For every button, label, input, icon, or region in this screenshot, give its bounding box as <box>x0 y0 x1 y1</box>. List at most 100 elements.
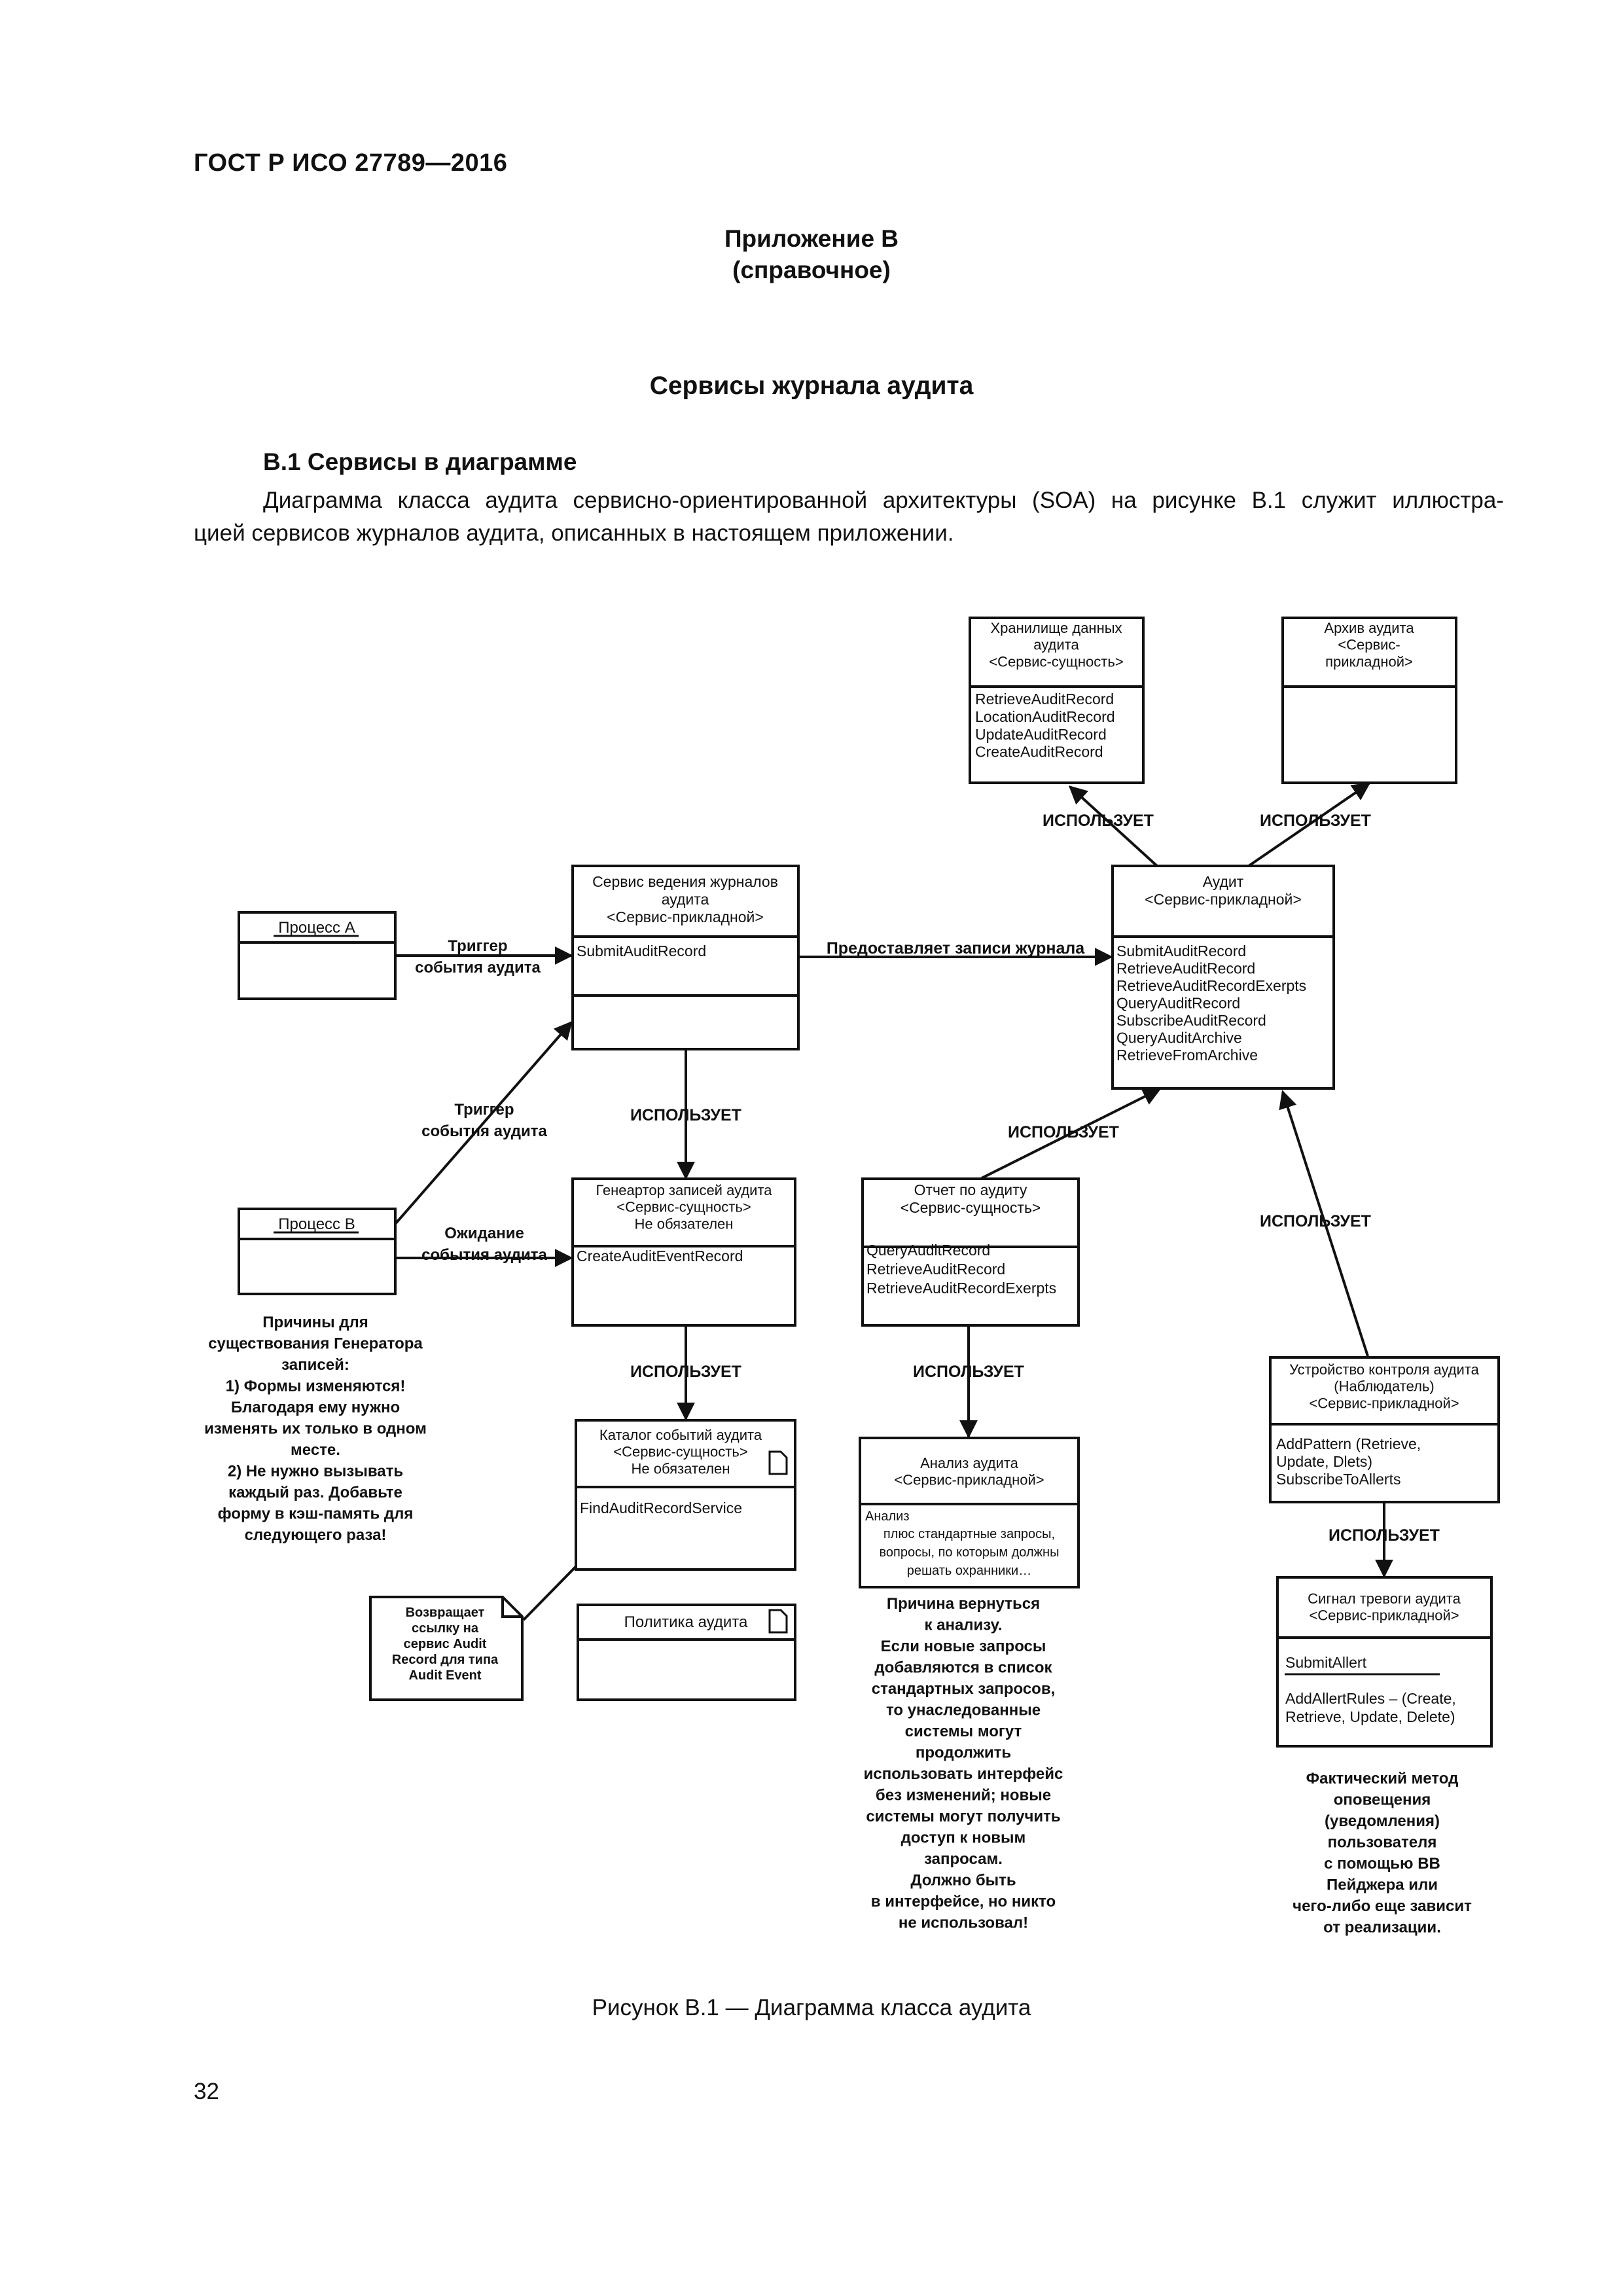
note-generator-reasons-9: форму в кэш-память для <box>218 1505 414 1523</box>
appendix-title: Приложение В <box>724 225 899 252</box>
report-methods-0: QueryAuditRecord <box>866 1242 990 1259</box>
generator-box <box>571 1177 796 1327</box>
report-methods-1: RetrieveAuditRecord <box>866 1261 1005 1278</box>
note-notification-3: пользователя <box>1328 1834 1437 1852</box>
label-uses-monitor-0: ИСПОЛЬЗУЕТ <box>1260 1212 1371 1230</box>
figure-caption: Рисунок В.1 — Диаграмма класса аудита <box>592 1995 1031 2020</box>
audit-methods-1: RetrieveAuditRecord <box>1116 960 1255 977</box>
note-generator-reasons-4: Благодаря ему нужно <box>231 1399 400 1416</box>
note-analysis-reason-0: Причина вернуться <box>887 1595 1040 1613</box>
label-uses-archive-0: ИСПОЛЬЗУЕТ <box>1260 812 1371 830</box>
storage-header-0: Хранилище данных <box>990 620 1122 636</box>
catalog-methods-0: FindAuditRecordService <box>580 1499 742 1516</box>
note-notification-1: оповещения <box>1334 1791 1431 1809</box>
label-trigger-a-1: события аудита <box>415 959 541 977</box>
process-b-label-0: Процесс В <box>278 1215 355 1233</box>
note-analysis-reason-12: запросам. <box>924 1850 1003 1868</box>
label-uses-catalog-0: ИСПОЛЬЗУЕТ <box>630 1363 741 1381</box>
note-analysis-reason-10: системы могут получить <box>866 1808 1060 1825</box>
note-generator-reasons-0: Причины для <box>262 1314 368 1331</box>
catalog-document-icon <box>768 1450 788 1475</box>
note-analysis-reason-2: Если новые запросы <box>881 1638 1046 1655</box>
analysis-header-0: Анализ аудита <box>920 1455 1019 1471</box>
storage-methods-2: UpdateAuditRecord <box>975 726 1107 743</box>
note-notification-2: (уведомления) <box>1325 1812 1440 1830</box>
note-analysis-reason-11: доступ к новым <box>901 1829 1026 1847</box>
policy-label-0: Политика аудита <box>624 1613 748 1631</box>
arrow-processb-logging <box>394 1020 573 1225</box>
report-header-0: Отчет по аудиту <box>914 1181 1027 1198</box>
catalog-header-2: Не обязателен <box>632 1460 730 1477</box>
returns-note-0: Возвращает <box>406 1605 485 1620</box>
logging-header-0: Сервис ведения журналов <box>592 873 778 890</box>
note-analysis-reason-13: Должно быть <box>910 1872 1016 1890</box>
appendix-kind: (справочное) <box>732 257 891 283</box>
monitor-methods-2: SubscribeToAllerts <box>1276 1471 1400 1488</box>
alarm-header-1: <Сервис-прикладной> <box>1309 1607 1459 1624</box>
note-generator-reasons-5: изменять их только в одном <box>204 1420 427 1438</box>
label-wait-1: события аудита <box>421 1246 547 1264</box>
returns-note-fold <box>501 1597 522 1618</box>
monitor-methods-1: Update, Dlets) <box>1276 1453 1372 1470</box>
returns-note-2: сервис Audit <box>404 1637 487 1651</box>
process-a-label-0: Процесс А <box>278 919 355 937</box>
storage-methods-0: RetrieveAuditRecord <box>975 691 1114 708</box>
report-box <box>861 1177 1080 1327</box>
audit-methods-3: QueryAuditRecord <box>1116 995 1240 1012</box>
returns-note-1: ссылку на <box>412 1621 479 1636</box>
report-methods-2: RetrieveAuditRecordExerpts <box>866 1280 1056 1297</box>
note-notification-0: Фактический метод <box>1306 1770 1459 1787</box>
alarm-header-0: Сигнал тревоги аудита <box>1308 1590 1461 1607</box>
returns-note-box <box>369 1596 524 1701</box>
storage-methods-1: LocationAuditRecord <box>975 708 1115 725</box>
note-analysis-reason-8: использовать интерфейс <box>864 1765 1063 1783</box>
storage-methods-3: CreateAuditRecord <box>975 744 1103 761</box>
note-analysis-reason-14: в интерфейсе, но никто <box>871 1893 1056 1910</box>
catalog-header-0: Каталог событий аудита <box>599 1427 762 1443</box>
label-uses-generator-0: ИСПОЛЬЗУЕТ <box>630 1106 741 1124</box>
label-trigger-b-1: события аудита <box>421 1122 547 1140</box>
analysis-body-1: вопросы, по которым должны <box>880 1545 1060 1560</box>
logging-header-2: <Сервис-прикладной> <box>607 908 764 925</box>
monitor-box <box>1269 1356 1500 1503</box>
note-generator-reasons-10: следующего раза! <box>245 1526 387 1544</box>
monitor-methods-0: AddPattern (Retrieve, <box>1276 1435 1421 1452</box>
section-heading: В.1 Сервисы в диаграмме <box>263 448 577 475</box>
paragraph-line-1: Диаграмма класса аудита сервисно-ориенти… <box>263 488 1504 513</box>
monitor-header-0: Устройство контроля аудита <box>1289 1361 1480 1378</box>
monitor-header-1: (Наблюдатель) <box>1334 1378 1434 1395</box>
note-analysis-reason-9: без изменений; новые <box>876 1787 1051 1804</box>
label-trigger-b-0: Триггер <box>454 1101 514 1119</box>
process-b-box <box>238 1208 397 1295</box>
storage-box <box>969 617 1145 784</box>
note-generator-reasons-1: существования Генератора <box>208 1335 423 1353</box>
document-header: ГОСТ Р ИСО 27789—2016 <box>194 149 508 177</box>
note-generator-reasons-7: 2) Не нужно вызывать <box>228 1463 403 1480</box>
alarm-method-submit-0: SubmitAllert <box>1285 1654 1367 1671</box>
section-paragraph: Диаграмма класса аудита сервисно-ориенти… <box>194 484 1504 550</box>
analysis-header-1: <Сервис-прикладной> <box>894 1472 1044 1488</box>
label-uses-alarm-0: ИСПОЛЬЗУЕТ <box>1329 1526 1440 1545</box>
label-wait-0: Ожидание <box>444 1225 524 1242</box>
note-notification-5: Пейджера или <box>1327 1876 1438 1894</box>
audit-header-1: <Сервис-прикладной> <box>1145 891 1302 908</box>
archive-box <box>1281 617 1457 784</box>
alarm-box <box>1276 1576 1493 1748</box>
catalog-box <box>575 1419 796 1571</box>
audit-box <box>1111 865 1335 1090</box>
page-title: Сервисы журнала аудита <box>649 372 974 400</box>
monitor-header-2: <Сервис-прикладной> <box>1309 1395 1459 1411</box>
logging-methods-0: SubmitAuditRecord <box>577 942 706 960</box>
archive-header-1: <Сервис- <box>1338 637 1400 653</box>
arrow-monitor-audit <box>1279 1090 1369 1357</box>
note-analysis-reason-5: то унаследованные <box>886 1702 1041 1719</box>
paragraph-line-2: цией сервисов журналов аудита, описанных… <box>194 520 954 546</box>
note-analysis-reason-1: к анализу. <box>924 1617 1002 1634</box>
label-uses-storage-0: ИСПОЛЬЗУЕТ <box>1043 812 1154 830</box>
note-analysis-reason-15: не использовал! <box>899 1914 1028 1932</box>
generator-header-0: Генеартор записей аудита <box>596 1182 772 1198</box>
arrow-audit-storage <box>1068 785 1158 867</box>
analysis-box <box>859 1437 1080 1588</box>
analysis-body-2: решать охранники… <box>907 1564 1031 1578</box>
audit-methods-6: RetrieveFromArchive <box>1116 1047 1258 1064</box>
